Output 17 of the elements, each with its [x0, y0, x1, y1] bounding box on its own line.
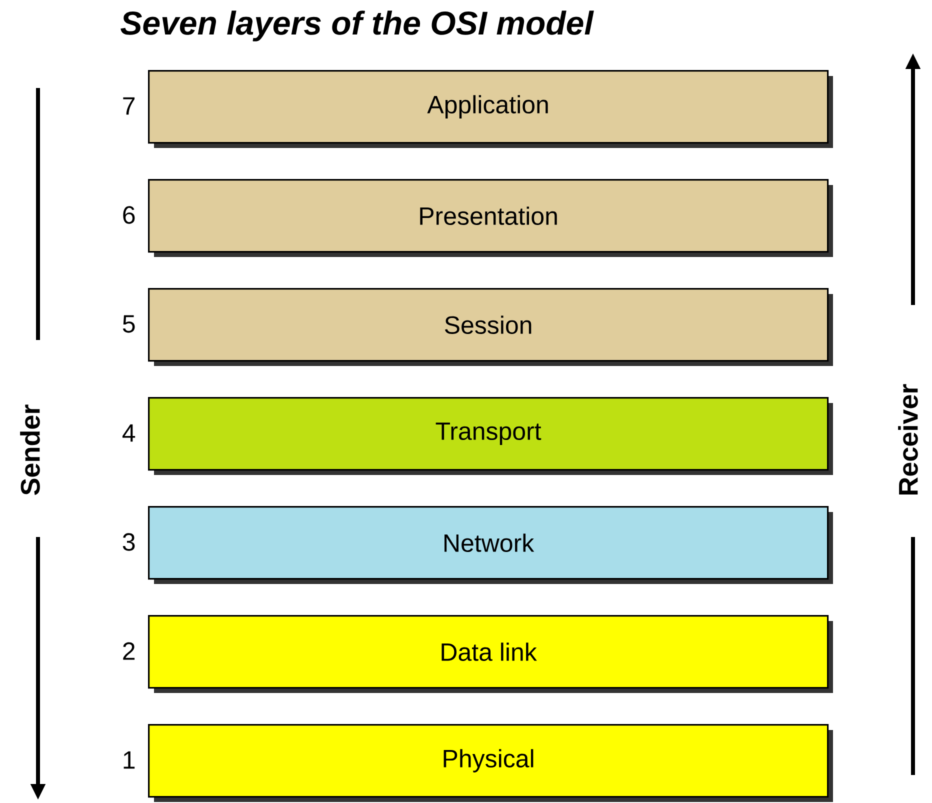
layer-number: 6 — [123, 206, 135, 224]
layer-box: Presentation — [148, 179, 833, 257]
layer-number: 4 — [122, 424, 136, 442]
title: Seven layers of the OSI model — [120, 10, 594, 42]
layer-number: 2 — [123, 642, 135, 660]
layer-box: Application — [148, 70, 833, 148]
layer-number: 3 — [122, 533, 135, 551]
layer-box: Session — [148, 288, 833, 366]
layer-box: Data link — [148, 615, 833, 693]
layer-box: Transport — [148, 397, 833, 475]
layer-number: 7 — [123, 97, 135, 115]
direction-label: Receiver — [898, 384, 918, 494]
layer-box: Physical — [148, 724, 833, 802]
layer-number: 5 — [122, 315, 135, 333]
layer-number: 1 — [124, 751, 135, 769]
layer-box: Network — [148, 506, 833, 584]
direction-label: Sender — [20, 404, 40, 495]
